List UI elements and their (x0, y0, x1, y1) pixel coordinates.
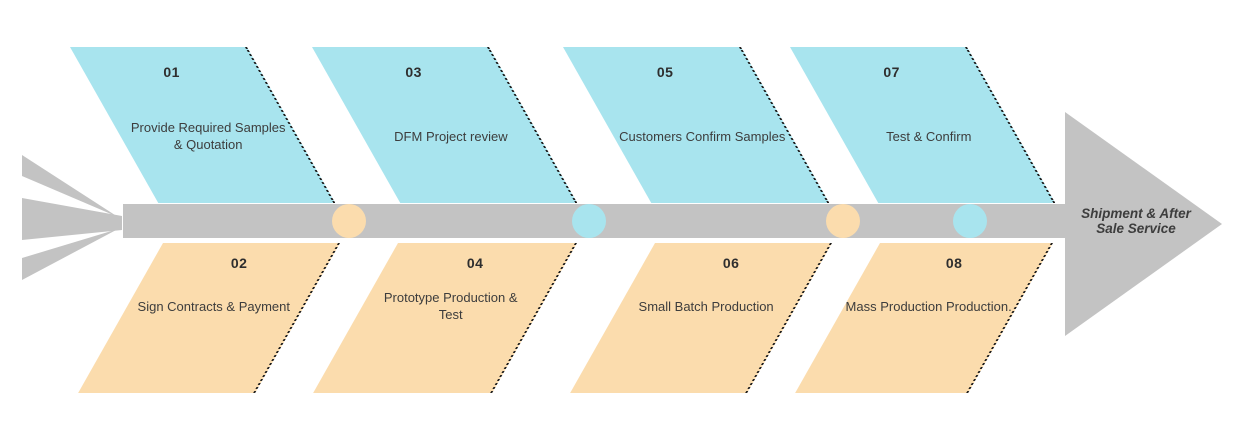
step-label: Provide Required Samples & Quotation (131, 120, 286, 152)
endpoint-label: Shipment & After Sale Service (1081, 206, 1191, 237)
forward-arrow-head-icon (1065, 112, 1222, 336)
timeline-marker-3 (826, 204, 860, 238)
step-label: Small Batch Production (638, 298, 774, 314)
fishbone-tail-line-bottom (22, 229, 118, 280)
fishbone-tail-line-top (22, 155, 118, 217)
step-label: Mass Production Production. (846, 298, 1013, 314)
step-label: DFM Project review (393, 128, 508, 144)
timeline-marker-1 (332, 204, 366, 238)
step-label: Customers Confirm Samples (618, 128, 785, 144)
step-label: Sign Contracts & Payment (138, 298, 291, 314)
step-label: Prototype Production & Test (383, 290, 518, 322)
step-label: Test & Confirm (885, 128, 972, 144)
fishbone-tail-line-middle (22, 198, 122, 240)
timeline-marker-2 (572, 204, 606, 238)
timeline-marker-4 (953, 204, 987, 238)
